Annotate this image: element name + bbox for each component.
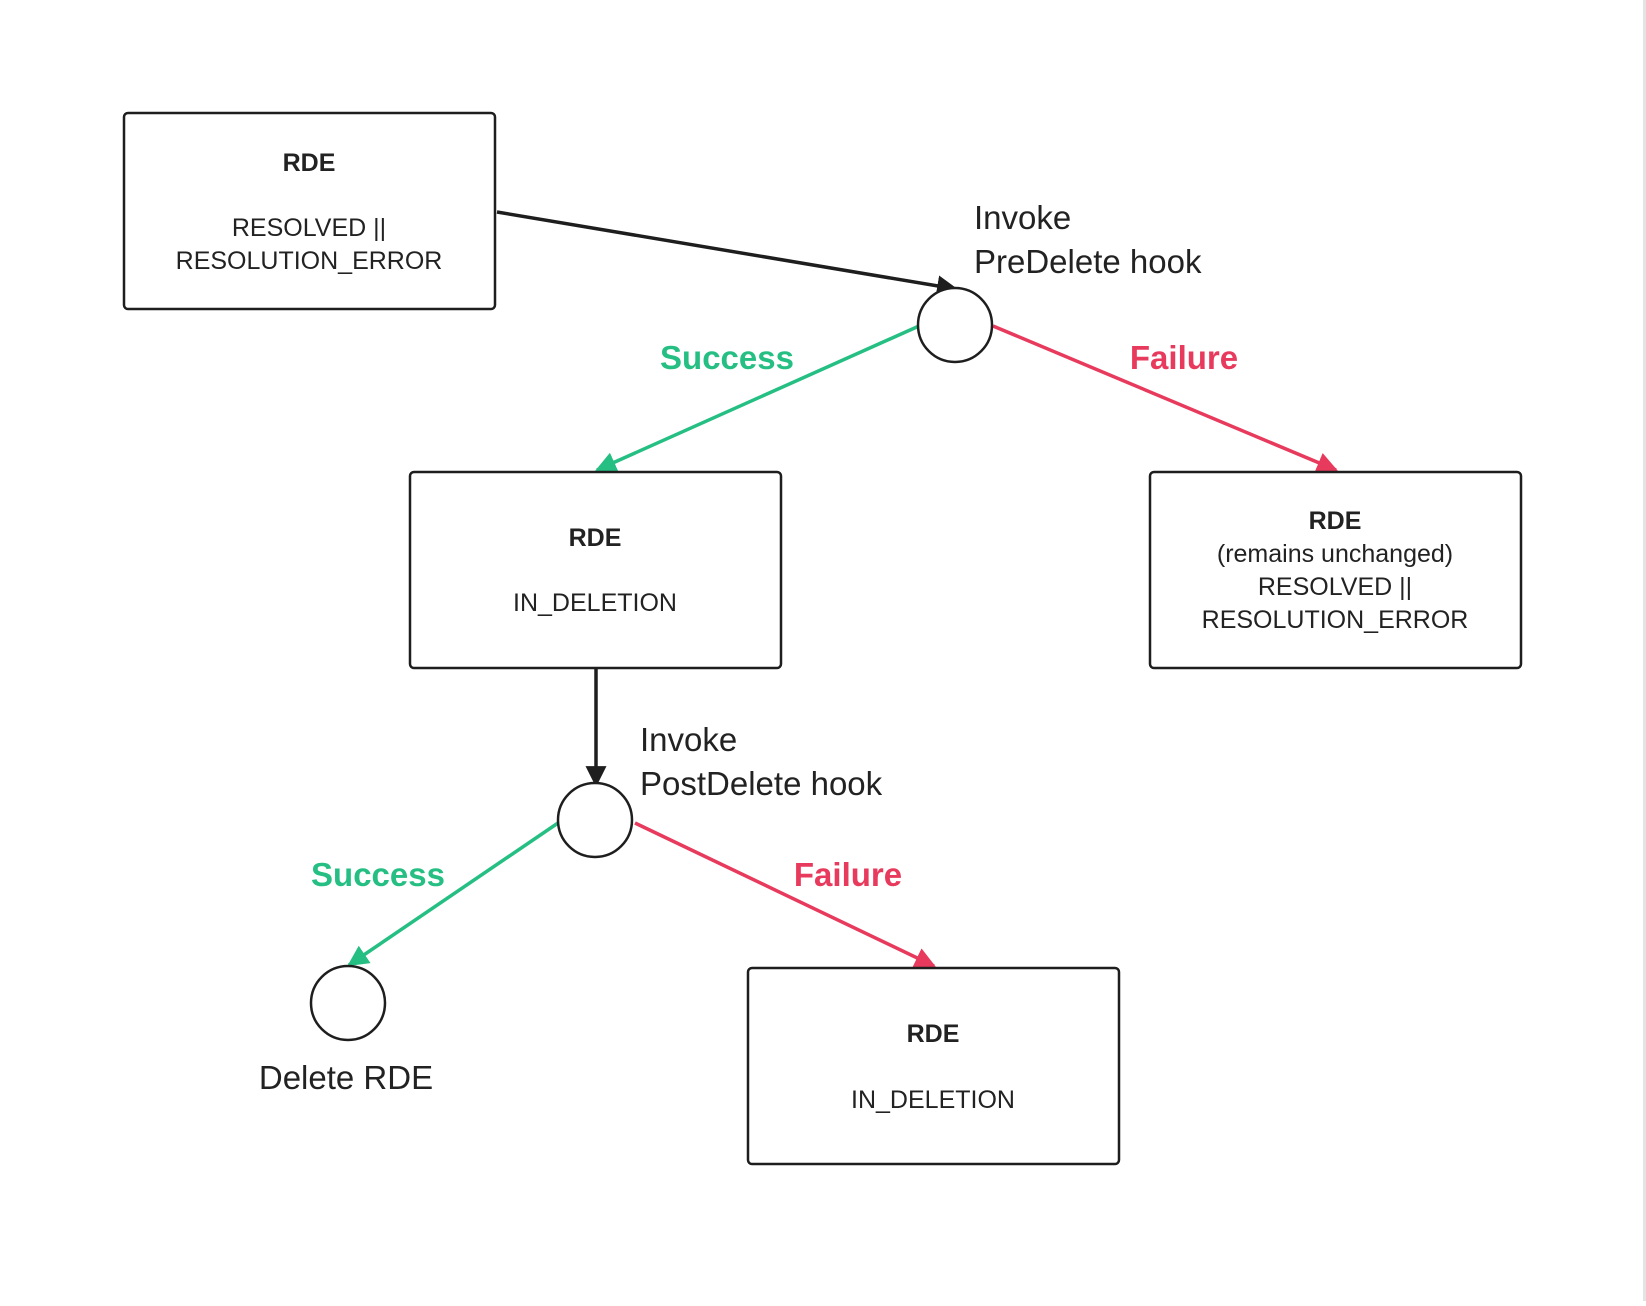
state-box-post-failure: RDE IN_DELETION (746, 966, 1121, 1166)
box-status-line: IN_DELETION (513, 589, 677, 617)
box-status-line: RESOLVED || (232, 214, 386, 242)
edge-label-success: Success (311, 856, 445, 893)
edge-predelete-failure (992, 324, 1338, 473)
node-label: Invoke (640, 721, 737, 758)
decision-node-predelete: Invoke PreDelete hook (916, 199, 1202, 364)
node-label: PostDelete hook (640, 765, 883, 802)
edge-label-failure: Failure (794, 856, 902, 893)
box-title: RDE (283, 149, 336, 177)
edge-start-to-predelete (496, 210, 959, 297)
terminal-node-delete: Delete RDE (259, 964, 433, 1096)
edge-label-success: Success (660, 339, 794, 376)
box-title: RDE (907, 1020, 960, 1048)
box-status-line: RESOLUTION_ERROR (1202, 606, 1469, 634)
box-status-line: IN_DELETION (851, 1086, 1015, 1114)
page-edge (1643, 0, 1646, 1301)
edge-postdelete-success (347, 821, 559, 967)
state-box-start: RDE RESOLVED || RESOLUTION_ERROR (122, 111, 497, 311)
edge-predelete-success (595, 324, 920, 472)
box-title: RDE (569, 524, 622, 552)
box-status-line: RESOLVED || (1258, 573, 1412, 601)
box-title: RDE (1309, 507, 1362, 535)
decision-node-postdelete: Invoke PostDelete hook (556, 721, 883, 859)
box-status-line: RESOLUTION_ERROR (176, 247, 443, 275)
box-status-line: (remains unchanged) (1217, 540, 1453, 568)
node-label: Delete RDE (259, 1059, 433, 1096)
node-label: PreDelete hook (974, 243, 1202, 280)
state-box-in-deletion: RDE IN_DELETION (408, 470, 783, 670)
state-box-unchanged: RDE (remains unchanged) RESOLVED || RESO… (1148, 470, 1523, 670)
edge-postdelete-failure (634, 821, 936, 968)
edge-label-failure: Failure (1130, 339, 1238, 376)
node-label: Invoke (974, 199, 1071, 236)
